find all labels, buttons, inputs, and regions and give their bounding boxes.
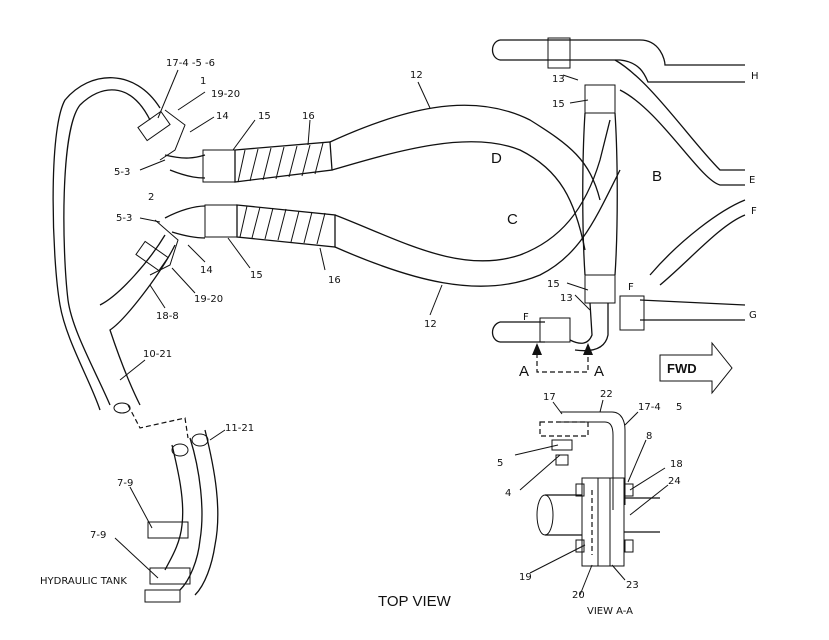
callout-label: 23 — [626, 580, 639, 591]
section-arrows — [532, 343, 593, 373]
callout-label: 11-21 — [225, 423, 254, 434]
callout-label: 14 — [216, 111, 229, 122]
callout-label: 12 — [424, 319, 437, 330]
callout-label: 7-9 — [90, 530, 106, 541]
callout-label: 17-4 -5 -6 — [166, 58, 215, 69]
callout-label: 15 — [250, 270, 263, 281]
line-end-g: G — [749, 310, 757, 321]
callout-label: 15 — [552, 99, 565, 110]
hose-id-d: D — [491, 150, 502, 167]
callout-label: 5-3 — [116, 213, 132, 224]
upper-clamp — [137, 109, 206, 179]
view-label: VIEW A-A — [587, 606, 633, 617]
callout-label: 17-4 — [638, 402, 661, 413]
callout-label: 2 — [148, 192, 154, 203]
callout-label: 8 — [646, 431, 652, 442]
line-end-f: F — [751, 206, 757, 217]
callout-label: 12 — [410, 70, 423, 81]
right-fittings — [539, 37, 645, 352]
callout-label: 17 — [543, 392, 556, 403]
view-aa-detail — [536, 411, 660, 567]
callout-label: 22 — [600, 389, 613, 400]
right-lines — [491, 39, 746, 343]
callout-label: 16 — [302, 111, 315, 122]
tank-return-tubes — [52, 77, 219, 596]
tank-fittings — [144, 521, 191, 603]
zone-label: B — [652, 168, 662, 185]
hose-id-c: C — [507, 211, 518, 228]
section-mark-right: A — [594, 363, 604, 380]
tank-label: HYDRAULIC TANK — [40, 576, 127, 587]
callout-label: 16 — [328, 275, 341, 286]
callout-label: 19-20 — [194, 294, 223, 305]
callout-label: 4 — [505, 488, 511, 499]
diagram-title: TOP VIEW — [378, 593, 452, 610]
line-end-f2: F — [628, 282, 634, 293]
callout-label: 1 — [200, 76, 206, 87]
crossing-hoses — [329, 104, 621, 287]
leader-lines — [114, 69, 669, 596]
callout-label: 10-21 — [143, 349, 172, 360]
callout-label: 5 — [676, 402, 682, 413]
callouts: 17-4 -5 -6 1 19-20 14 15 16 12 5-3 2 5-3… — [90, 58, 683, 601]
callout-label: 19-20 — [211, 89, 240, 100]
callout-label: 24 — [668, 476, 681, 487]
section-mark-left: A — [519, 363, 529, 380]
line-end-f3: F — [523, 312, 529, 323]
callout-label: 7-9 — [117, 478, 133, 489]
callout-label: 5 — [497, 458, 503, 469]
callout-label: 15 — [258, 111, 271, 122]
line-end-h: H — [751, 71, 759, 82]
callout-label: 20 — [572, 590, 585, 601]
callout-label: 18 — [670, 459, 683, 470]
callout-label: 5-3 — [114, 167, 130, 178]
callout-label: 13 — [552, 74, 565, 85]
line-markers: D C B H E F G F F A A FWD — [491, 71, 759, 380]
callout-label: 19 — [519, 572, 532, 583]
line-end-e: E — [749, 175, 755, 186]
fwd-label: FWD — [667, 361, 697, 376]
lower-clamp — [135, 205, 206, 276]
ferrules-left — [202, 141, 336, 248]
callout-label: 18-8 — [156, 311, 179, 322]
callout-label: 15 — [547, 279, 560, 290]
callout-label: 14 — [200, 265, 213, 276]
fwd-arrow — [659, 341, 733, 395]
callout-label: 13 — [560, 293, 573, 304]
